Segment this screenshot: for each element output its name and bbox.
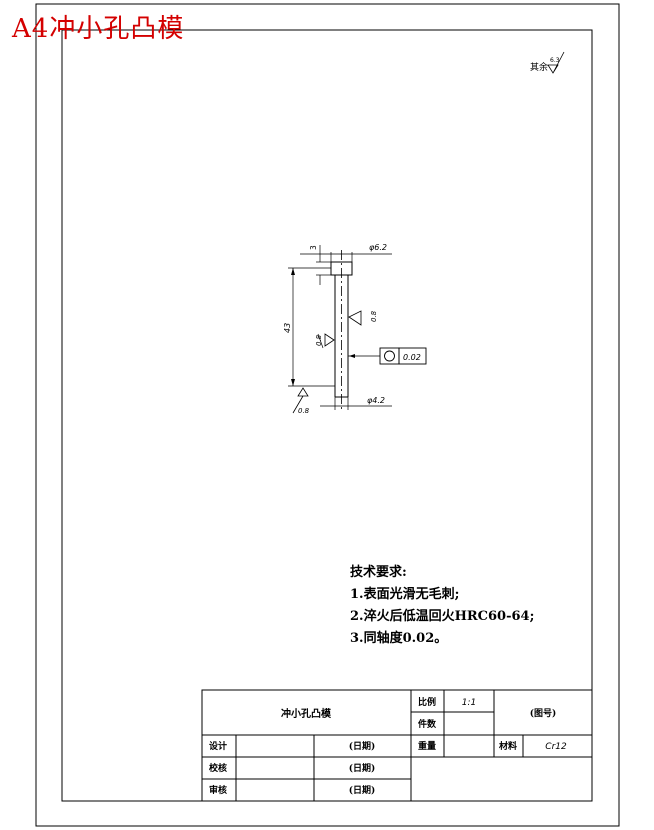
outer-frame	[35, 3, 620, 827]
part-name: 冲小孔凸模	[281, 707, 332, 720]
weight-label: 重量	[418, 740, 436, 752]
roughness-left-icon	[324, 333, 335, 347]
coaxiality-arrow-icon	[349, 354, 355, 358]
roughness-bottom-text: 0.8	[298, 407, 310, 415]
roughness-bottom-icon	[292, 387, 309, 414]
sheet-title: A4冲小孔凸模	[12, 14, 185, 44]
scale-label: 比例	[418, 696, 436, 708]
coaxiality-value-cell	[398, 347, 427, 365]
requirement-item: 1.表面光滑无毛刺;	[350, 587, 460, 602]
roughness-note-value: 6.3	[550, 57, 560, 64]
head-diameter-text: φ6.2	[369, 243, 387, 252]
roughness-left-leader	[317, 333, 324, 349]
quantity-label: 件数	[418, 718, 437, 730]
punch-drawing	[288, 245, 427, 414]
roughness-left-text: 0.8	[315, 334, 323, 346]
coaxiality-icon	[384, 350, 395, 362]
coaxiality-symbol-cell	[379, 347, 400, 365]
requirement-item: 2.淬火后低温回火HRC60-64;	[350, 609, 535, 624]
inner-frame	[61, 29, 593, 802]
roughness-note-label: 其余	[530, 61, 548, 73]
requirement-item: 3.同轴度0.02。	[350, 631, 448, 646]
roughness-symbol-icon	[547, 51, 565, 74]
roughness-right-text: 0.8	[370, 310, 378, 322]
material-label: 材料	[498, 740, 517, 752]
total-length-text: 43	[283, 323, 292, 333]
drawing-number: (图号)	[530, 708, 557, 719]
technical-requirements: 技术要求: 1.表面光滑无毛刺; 2.淬火后低温回火HRC60-64; 3.同轴…	[350, 562, 534, 650]
scale-value: 1:1	[462, 698, 476, 708]
head-height-text: 3	[309, 245, 318, 250]
roughness-right-icon	[348, 310, 362, 326]
general-roughness-note: 其余 6.3	[530, 51, 565, 74]
review-date: (日期)	[349, 784, 376, 796]
title-block	[201, 689, 593, 802]
title-block-frame	[201, 689, 593, 802]
coaxiality-value-text: 0.02	[403, 353, 421, 362]
design-label: 设计	[209, 740, 227, 752]
design-date: (日期)	[349, 740, 376, 752]
review-label: 审核	[209, 784, 227, 796]
requirements-heading: 技术要求:	[350, 565, 407, 580]
material-value: Cr12	[545, 742, 567, 752]
check-date: (日期)	[349, 762, 376, 774]
check-label: 校核	[209, 762, 227, 774]
body-diameter-text: φ4.2	[367, 396, 385, 405]
